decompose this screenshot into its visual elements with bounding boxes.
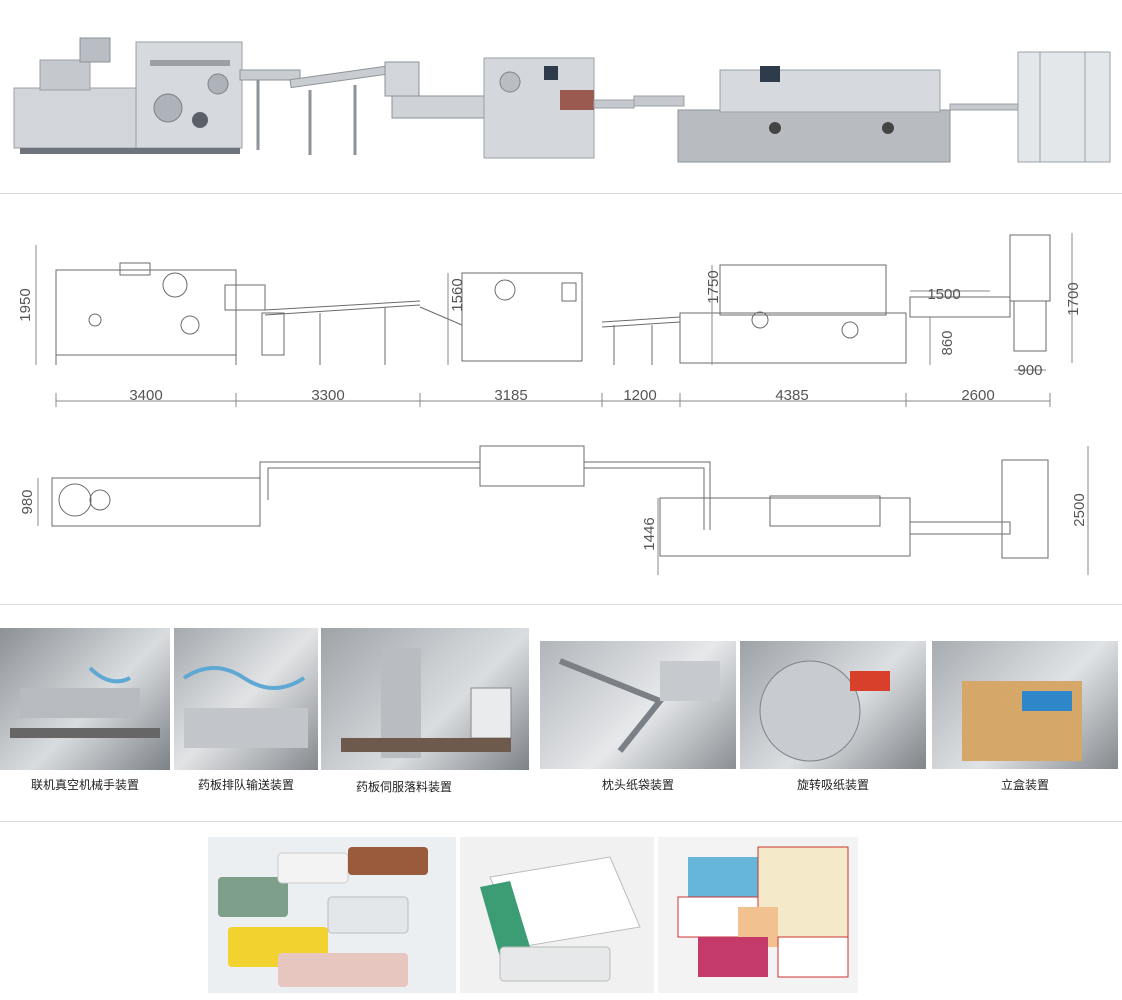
machine-line-photo [0, 0, 1122, 190]
front-elevation-drawing: 3400 3300 3185 1200 4385 2600 1950 1560 … [0, 225, 1122, 410]
dim-v-1950: 1950 [17, 288, 34, 321]
caption-vacuum-manipulator: 联机真空机械手装置 [30, 778, 139, 792]
detail-photo-blister-queuing [174, 628, 318, 770]
dim-900: 900 [1017, 362, 1042, 379]
dim-2500: 2500 [1071, 493, 1088, 526]
dim-h-4: 1200 [623, 387, 656, 404]
caption-box-erector: 立盒装置 [1000, 778, 1049, 792]
dim-h-5: 4385 [775, 387, 808, 404]
dim-h-3: 3185 [494, 387, 527, 404]
sample-cartons [460, 837, 654, 993]
section-divider [0, 821, 1122, 822]
detail-photo-box-erector [932, 641, 1118, 769]
caption-blister-queuing: 药板排队输送装置 [197, 778, 294, 792]
dim-h-2: 3300 [311, 387, 344, 404]
blister-machine [13, 37, 243, 154]
dim-v-860: 860 [939, 330, 956, 355]
sample-medicine-boxes [658, 837, 858, 993]
detail-photo-pillow-bag [540, 641, 736, 769]
dim-v-1750: 1750 [705, 270, 722, 303]
plan-view-drawing: 980 1446 2500 [0, 440, 1122, 585]
dim-1446: 1446 [641, 517, 658, 550]
dim-v-1700: 1700 [1065, 282, 1082, 315]
cartoning-machine [633, 66, 1019, 163]
conveyor-stands [239, 61, 485, 155]
detail-photo-servo-feeding [321, 628, 529, 770]
detail-photo-vacuum-manipulator [0, 628, 170, 770]
pillow-wrapper [483, 57, 635, 159]
sample-blister-packs [208, 837, 456, 993]
dim-h-1: 3400 [129, 387, 162, 404]
dim-980: 980 [19, 489, 36, 514]
dim-v-1560: 1560 [449, 278, 466, 311]
caption-servo-feeding: 药板伺服落料装置 [355, 780, 452, 794]
dim-1500: 1500 [927, 286, 960, 303]
box-erector-unit [1017, 51, 1111, 163]
caption-pillow-bag: 枕头纸袋装置 [601, 778, 674, 792]
detail-photo-rotary-suction [740, 641, 926, 769]
section-divider [0, 604, 1122, 605]
section-divider [0, 193, 1122, 194]
dim-h-6: 2600 [961, 387, 994, 404]
caption-rotary-suction: 旋转吸纸装置 [796, 778, 869, 792]
